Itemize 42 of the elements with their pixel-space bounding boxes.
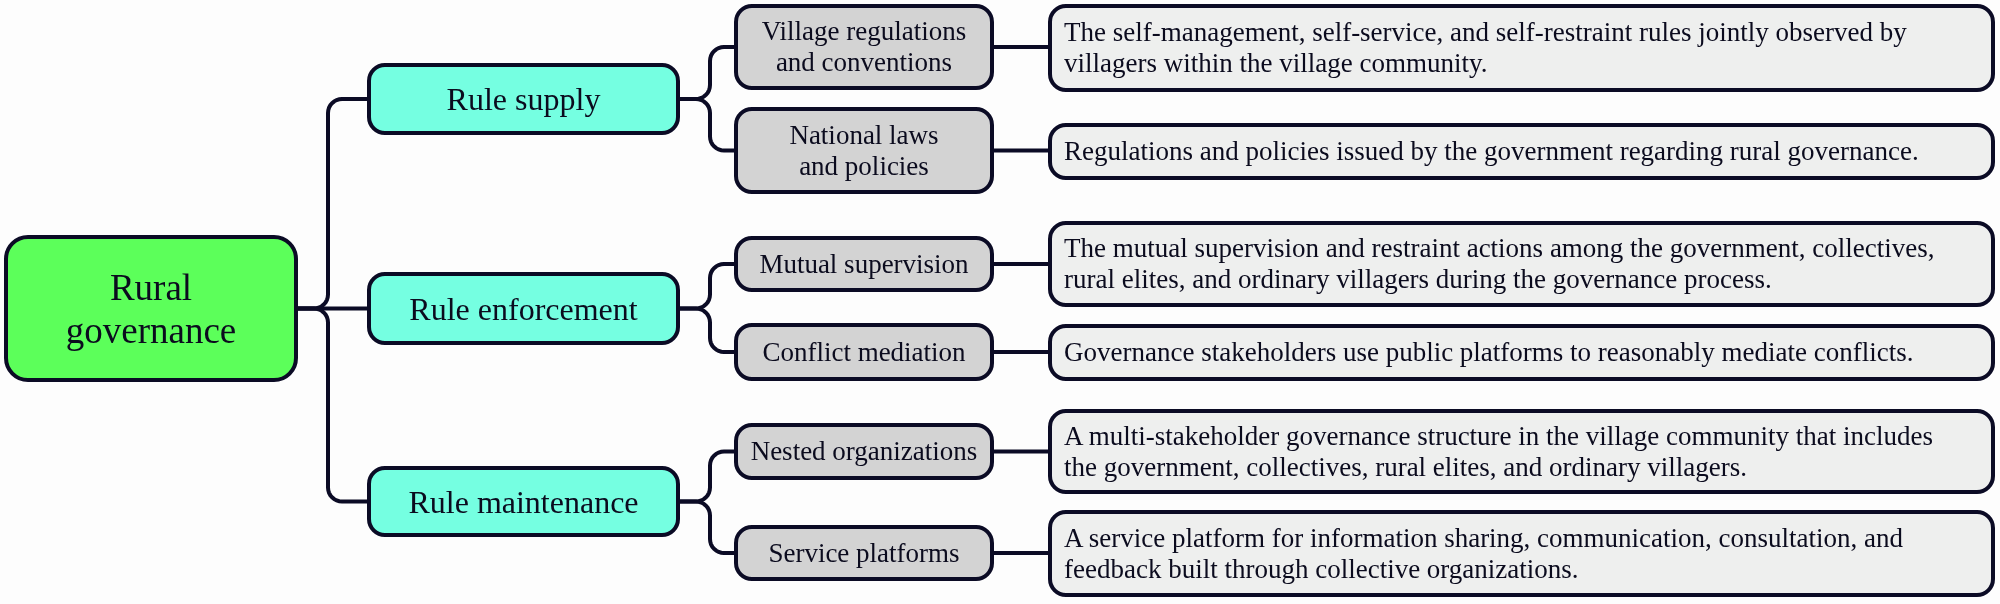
category-box: [367, 63, 680, 135]
description-text: The mutual supervision and restraint actions among the government, collectives, rural elites, and ordinary villagers during the governance process.: [1064, 233, 1936, 295]
subcategory-label: Village regulations and conventions: [760, 16, 968, 78]
subcategory-box: [734, 525, 994, 581]
connector-line: [680, 499, 734, 555]
description-text: The self-management, self-service, and self-restraint rules jointly observed by villagers within the village community.: [1064, 17, 1908, 79]
subcategory-label: Conflict mediation: [762, 336, 966, 368]
subcategory-box: [734, 423, 994, 480]
category-box: [367, 466, 680, 537]
subcategory-label: National laws and policies: [788, 119, 940, 182]
description-box: [1048, 4, 1995, 92]
category-label: Rule supply: [446, 81, 601, 117]
description-box: [1048, 221, 1995, 307]
description-text: A multi-stakeholder governance structure in the village community that includes the government, collectives, rural elites, and ordinary villagers.: [1064, 420, 1934, 483]
category-box: [367, 272, 680, 345]
description-text: Regulations and policies issued by the government regarding rural governance.: [1064, 136, 1919, 167]
subcategory-box: [734, 107, 994, 194]
connector-line: [994, 449, 1048, 454]
category-label: Rule maintenance: [408, 483, 639, 520]
subcategory-label: Nested organizations: [750, 436, 978, 467]
description-text: Governance stakeholders use public platforms to reasonably mediate conflicts.: [1064, 337, 1914, 368]
connector-line: [994, 551, 1048, 555]
connector-line: [994, 350, 1048, 354]
subcategory-box: [734, 323, 994, 381]
description-text: A service platform for information sharing, communication, consultation, and feedback built through collective organizations.: [1064, 522, 1905, 585]
connector-line: [994, 148, 1048, 153]
subcategory-box: [734, 4, 994, 90]
subcategory-label: Mutual supervision: [759, 248, 969, 280]
description-box: [1048, 123, 1995, 180]
root-label: Rural governance: [64, 265, 238, 352]
subcategory-box: [734, 236, 994, 292]
connector-line: [680, 97, 734, 153]
description-box: [1048, 324, 1995, 381]
subcategory-label: Service platforms: [768, 537, 960, 569]
description-box: [1048, 409, 1995, 494]
connector-line: [680, 306, 734, 354]
connector-line: [994, 45, 1048, 49]
description-box: [1048, 510, 1995, 597]
root-box: [4, 235, 298, 382]
category-label: Rule enforcement: [409, 290, 638, 327]
connector-line: [994, 262, 1048, 266]
connector-line: [298, 306, 367, 504]
